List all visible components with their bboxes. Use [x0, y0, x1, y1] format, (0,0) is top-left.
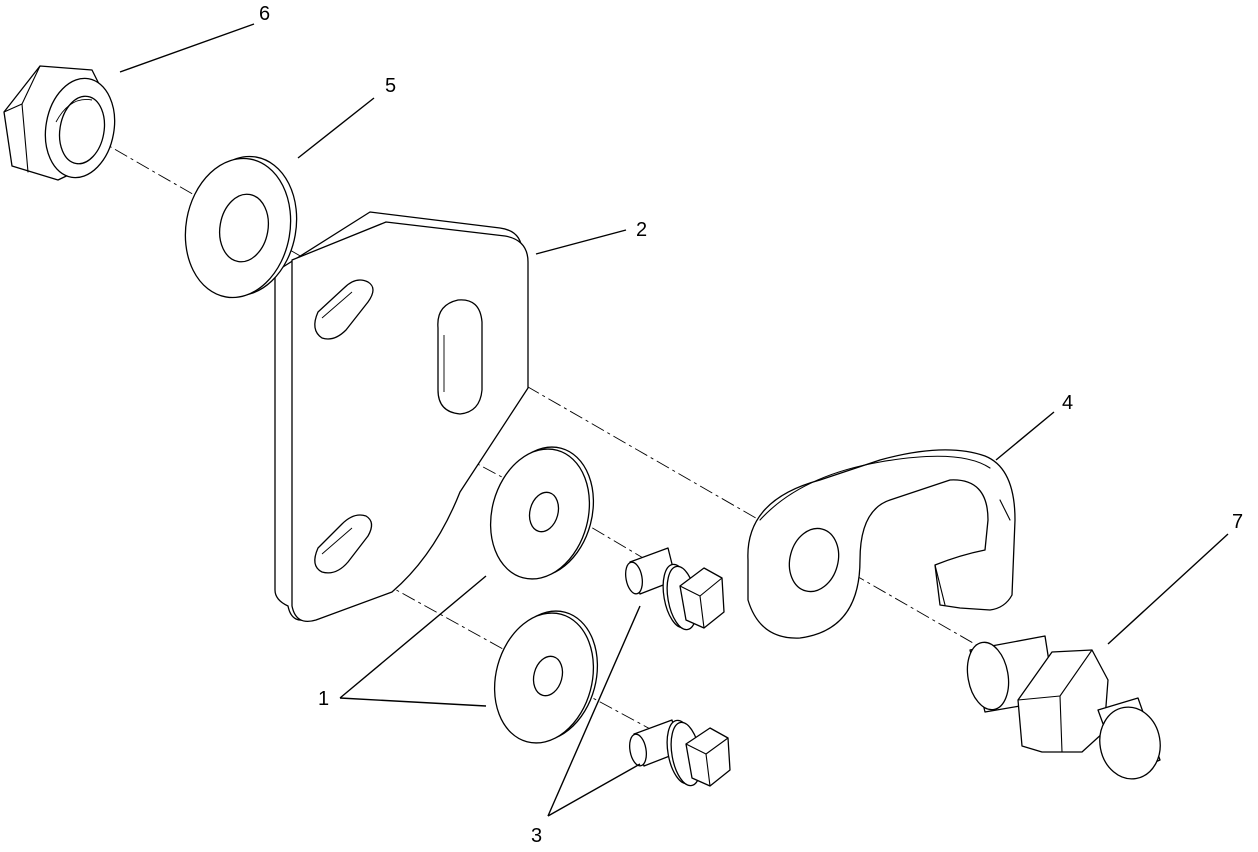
flange-bolt-lower: [628, 719, 731, 787]
mounting-plate: [274, 211, 529, 623]
leader-6: [119, 23, 255, 73]
hex-nut: [3, 65, 116, 181]
leader-5: [297, 97, 375, 159]
flat-washer-lower: [493, 610, 599, 744]
shoulder-bolt: [966, 635, 1161, 780]
callout-3: 3: [531, 825, 542, 847]
leader-7: [1107, 533, 1229, 645]
callout-1: 1: [318, 688, 329, 710]
callout-2: 2: [636, 219, 647, 241]
callout-7: 7: [1232, 511, 1243, 533]
leader-3a: [547, 605, 641, 817]
flat-washer-upper: [489, 446, 595, 580]
callout-4: 4: [1062, 392, 1073, 414]
leader-2: [535, 229, 627, 255]
callout-5: 5: [385, 75, 396, 97]
leader-lines: [119, 23, 1229, 817]
leader-4: [995, 411, 1055, 461]
leader-3b: [547, 763, 641, 817]
latch-hook: [747, 449, 1016, 639]
callout-6: 6: [259, 3, 270, 25]
leader-1a: [339, 575, 487, 699]
flat-washer-large: [184, 155, 298, 299]
flange-bolt-upper: [624, 547, 725, 631]
leader-1b: [339, 697, 487, 707]
callout-labels: 6 5 2 4 7 1 3: [259, 3, 1243, 847]
